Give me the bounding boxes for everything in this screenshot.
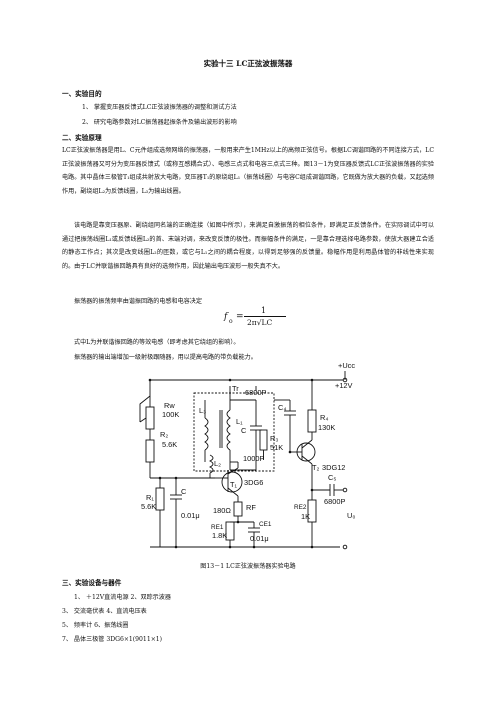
label-c-left: C bbox=[181, 487, 187, 496]
label-l2: L₂ bbox=[214, 459, 221, 468]
label-r3-value: 51K bbox=[270, 443, 283, 452]
label-re1: RE1 bbox=[211, 524, 224, 531]
label-c4: C₄ bbox=[278, 403, 286, 412]
label-rw-value: 100K bbox=[162, 410, 179, 419]
label-c-left-value: 0.01μ bbox=[181, 511, 200, 520]
label-r4: R₄ bbox=[320, 413, 328, 422]
label-c5: C₅ bbox=[328, 473, 336, 482]
label-tr: Tr bbox=[232, 384, 239, 393]
section-heading-principle: 二、实验原理 bbox=[62, 134, 102, 142]
label-c-tank-value: 1000P bbox=[243, 454, 264, 463]
label-r2-value: 5.6K bbox=[162, 440, 177, 449]
label-ce1-value: 0.01μ bbox=[250, 534, 269, 543]
principle-paragraph-2: 该电路是靠变压器原、副绕组同名端的正确连接（如图中所示），来满足自激振荡的相位条… bbox=[62, 222, 434, 270]
equipment-item-1: 1、 ＋12V直流电源 2、双踪示波器 bbox=[74, 594, 171, 601]
label-re2: RE2 bbox=[294, 504, 307, 511]
formula-denominator: 2π√LC bbox=[247, 318, 273, 327]
label-output-uo: U₀ bbox=[347, 511, 355, 520]
formula-lhs: f bbox=[224, 312, 228, 322]
label-r2: R₂ bbox=[160, 430, 168, 439]
equipment-item-2: 3、 交流毫伏表 4、直流电压表 bbox=[62, 608, 147, 615]
purpose-item-1: 1、 掌握变压器反馈式LC正弦波振荡器的调整和测试方法 bbox=[82, 104, 237, 111]
label-r3: R₃ bbox=[270, 434, 278, 443]
principle-paragraph-1: LC正弦波振荡器是用L、C元件组成选频网络的振荡器，一般用来产生1MHz以上的高… bbox=[62, 147, 434, 195]
principle-paragraph-3: 振荡器的振荡频率由谐振回路的电感和电容决定 bbox=[74, 298, 202, 305]
equipment-item-3: 5、 频率计 6、振荡线圈 bbox=[62, 622, 129, 629]
formula-sub: o bbox=[229, 318, 233, 325]
label-c-tank: C bbox=[241, 426, 247, 435]
label-12v: +12V bbox=[335, 381, 353, 390]
principle-paragraph-5: 振荡器的输出端增加一级射极跟随器，用以提高电路的带负载能力。 bbox=[74, 354, 257, 361]
section-heading-purpose: 一、实验目的 bbox=[62, 90, 102, 98]
label-c5-value: 6800P bbox=[324, 497, 345, 506]
label-rf-value: 180Ω bbox=[213, 506, 231, 515]
label-ucc: +Ucc bbox=[338, 361, 355, 370]
label-t2: T₂ bbox=[312, 463, 320, 472]
figure-caption: 图13－1 LC正弦波振荡器实验电路 bbox=[200, 563, 296, 570]
label-r1: R₁ bbox=[146, 493, 154, 502]
equipment-item-4: 7、 晶体三极管 3DG6×1(9011×1) bbox=[62, 636, 163, 643]
label-r1-value: 5.6K bbox=[141, 502, 156, 511]
formula-numerator: 1 bbox=[261, 306, 267, 315]
label-re1-value: 1.8K bbox=[212, 531, 227, 540]
label-l3: L₃ bbox=[199, 406, 206, 415]
label-t1-type: 3DG6 bbox=[244, 478, 263, 487]
formula-bar bbox=[244, 316, 286, 317]
label-rf: RF bbox=[246, 503, 256, 512]
label-rw: Rw bbox=[164, 401, 175, 410]
section-heading-equipment: 三、实验设备与器件 bbox=[62, 579, 122, 587]
label-t1: T₁ bbox=[230, 480, 238, 489]
label-ce1: CE1 bbox=[259, 521, 272, 528]
purpose-item-2: 2、 研究电路参数对LC振荡器起振条件及输出波形的影响 bbox=[82, 119, 237, 126]
label-t2-type: 3DG12 bbox=[322, 463, 345, 472]
label-re2-value: 1K bbox=[301, 512, 310, 521]
label-r4-value: 130K bbox=[318, 423, 335, 432]
formula-equals: = bbox=[236, 312, 244, 322]
label-c3-value: 6800P bbox=[245, 388, 266, 397]
label-l1: L₁ bbox=[236, 417, 243, 426]
principle-paragraph-4: 式中L为并联谐振回路的等效电感（即考虑其它绕组的影响）。 bbox=[74, 339, 240, 346]
page-title: 实验十三 LC正弦波振荡器 bbox=[203, 59, 293, 68]
